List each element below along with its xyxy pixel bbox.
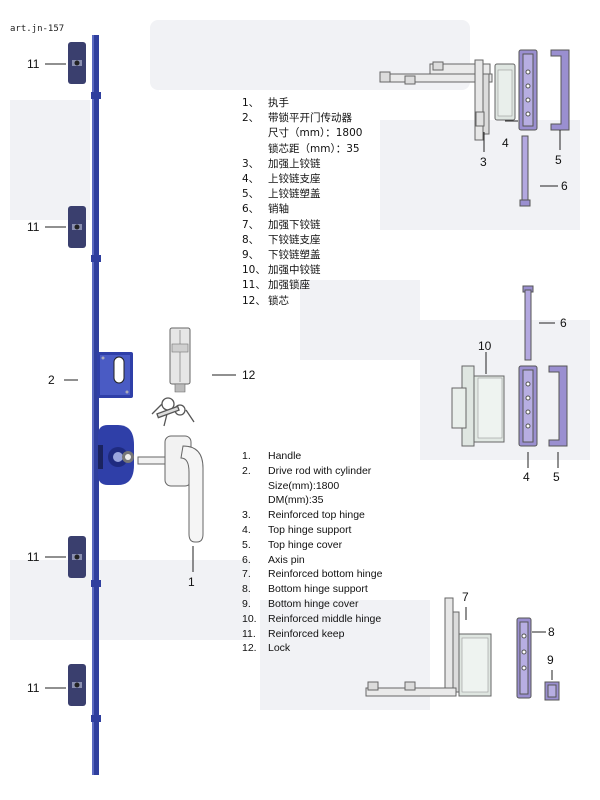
callout-4-middle: 4	[523, 470, 530, 484]
legend-cn-row: 11、加强锁座	[242, 279, 310, 292]
callout-8: 8	[548, 625, 555, 639]
callout-5-middle: 5	[553, 470, 560, 484]
legend-en-row: DM(mm):35	[268, 494, 324, 507]
callout-12: 12	[242, 368, 256, 382]
legend-en-row: 7.Reinforced bottom hinge	[242, 568, 383, 581]
legend-en-row: 9.Bottom hinge cover	[242, 597, 359, 610]
middle-hinge-support-4	[518, 365, 538, 447]
callout-11-upper: 11	[27, 220, 40, 234]
cylinder-gearbox	[97, 352, 133, 398]
legend-cn-row: 12、锁芯	[242, 294, 289, 307]
door-handle	[137, 435, 204, 543]
legend-cn-row: 9、下铰链塑盖	[242, 249, 321, 262]
legend-en-row: 3.Reinforced top hinge	[242, 509, 365, 522]
legend-en-row: 12.Lock	[242, 642, 291, 655]
middle-hinge-cover-5	[548, 365, 568, 447]
top-hinge-support-4	[518, 49, 538, 131]
top-hinge-cover-5	[550, 49, 570, 131]
legend-en-row: 2.Drive rod with cylinder	[242, 464, 372, 477]
bottom-hinge-support-8	[516, 617, 532, 699]
callout-11-bottom: 11	[27, 681, 40, 695]
legend-cn-row: 锁芯距（mm）：35	[268, 142, 360, 155]
callout-3: 3	[480, 155, 487, 169]
legend-cn-row: 10、加强中铰链	[242, 264, 321, 277]
legend-en-row: 6.Axis pin	[242, 553, 305, 566]
callout-1: 1	[188, 575, 195, 589]
legend-cn-row: 2、带锁平开门传动器	[242, 112, 352, 125]
legend-cn-row: 6、销轴	[242, 203, 289, 216]
bottom-hinge-7	[365, 597, 492, 697]
leader-lines	[45, 63, 561, 689]
handle-gearbox	[98, 425, 134, 485]
legend-en-row: 8.Bottom hinge support	[242, 583, 368, 596]
callout-4-top: 4	[502, 136, 509, 150]
legend-cn-row: 1、执手	[242, 97, 289, 109]
axis-pin-top-6	[519, 135, 531, 207]
callout-10: 10	[478, 339, 492, 353]
axis-pin-middle-6	[522, 285, 534, 361]
callout-9: 9	[547, 653, 554, 667]
callout-5-top: 5	[555, 153, 562, 167]
legend-cn-row: 4、上铰链支座	[242, 173, 321, 186]
middle-hinge-10	[451, 365, 505, 447]
legend-en-row: Size(mm):1800	[268, 479, 340, 492]
keep-lower	[68, 536, 86, 578]
keep-upper	[68, 206, 86, 248]
legend-en-row: 5.Top hinge cover	[242, 538, 343, 551]
legend-cn-row: 3、加强上铰链	[242, 157, 321, 170]
callout-6-top: 6	[561, 179, 568, 193]
legend-english: 1.Handle 2.Drive rod with cylinder Size(…	[242, 449, 382, 656]
legend-en-row: 1.Handle	[242, 450, 302, 462]
legend-chinese: 1、执手 2、带锁平开门传动器 尺寸（mm）：1800 锁芯距（mm）：35 3…	[242, 96, 362, 309]
legend-en-row: 11.Reinforced keep	[242, 627, 345, 640]
art-code: art.jn-157	[10, 24, 65, 34]
legend-cn-row: 5、上铰链塑盖	[242, 188, 321, 201]
top-hinge-assembly	[379, 59, 516, 141]
lock-cylinder	[151, 327, 195, 427]
callout-2: 2	[48, 373, 55, 387]
legend-en-row: 10.Reinforced middle hinge	[242, 612, 382, 625]
callout-11-lower: 11	[27, 550, 40, 564]
drive-rod-assembly	[68, 35, 134, 775]
legend-cn-row: 8、下铰链支座	[242, 233, 321, 246]
callout-6-middle: 6	[560, 316, 567, 330]
keep-top	[68, 42, 86, 84]
legend-en-row: 4.Top hinge support	[242, 523, 352, 536]
legend-cn-row: 7、加强下铰链	[242, 218, 321, 231]
keep-bottom	[68, 664, 86, 706]
bottom-hinge-cover-9	[544, 681, 560, 701]
legend-cn-row: 尺寸（mm）：1800	[268, 127, 363, 140]
callout-7: 7	[462, 590, 469, 604]
callout-11-top: 11	[27, 57, 40, 71]
